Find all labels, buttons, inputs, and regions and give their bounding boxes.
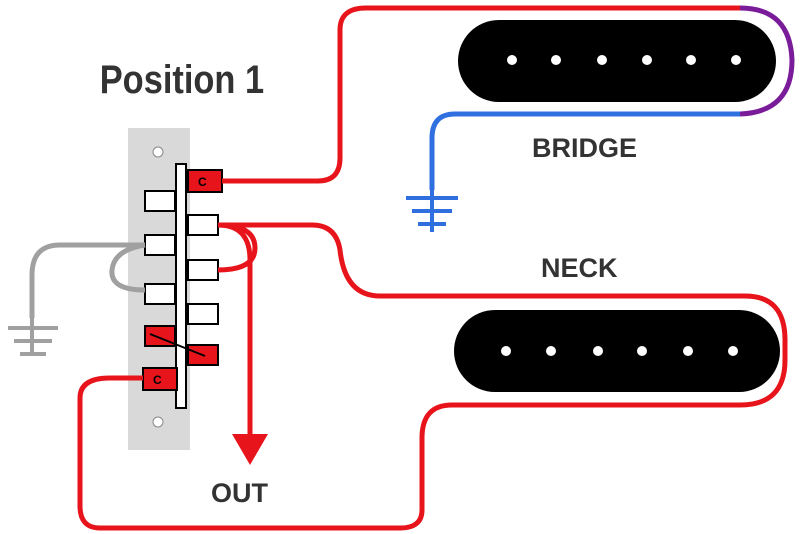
ground-symbol-icon	[8, 318, 58, 356]
svg-text:C: C	[153, 373, 162, 387]
ground-loop	[109, 242, 146, 293]
common-terminal-bottom: C	[142, 367, 178, 391]
ground-symbol-icon	[406, 190, 458, 232]
neck-hot-wire	[77, 222, 788, 531]
bridge-ground-wire	[429, 111, 740, 190]
common-terminal-top: C	[187, 169, 223, 193]
svg-text:C: C	[198, 175, 207, 189]
switch-right-contacts	[187, 214, 219, 325]
bridge-hot-wire	[222, 5, 740, 184]
neck-pickup	[454, 310, 780, 392]
bridge-pickup	[458, 20, 776, 102]
output-arrow-icon	[232, 434, 268, 465]
switch-active-contacts	[144, 325, 219, 366]
ground-wire-left	[29, 242, 145, 318]
output-wire	[217, 222, 253, 440]
bridge-series-wire	[739, 5, 795, 117]
diagram-title: Position 1	[100, 57, 264, 102]
output-label: OUT	[211, 478, 269, 508]
bridge-label: BRIDGE	[532, 133, 637, 163]
neck-label: NECK	[541, 253, 618, 283]
switch-left-contacts	[144, 190, 176, 305]
